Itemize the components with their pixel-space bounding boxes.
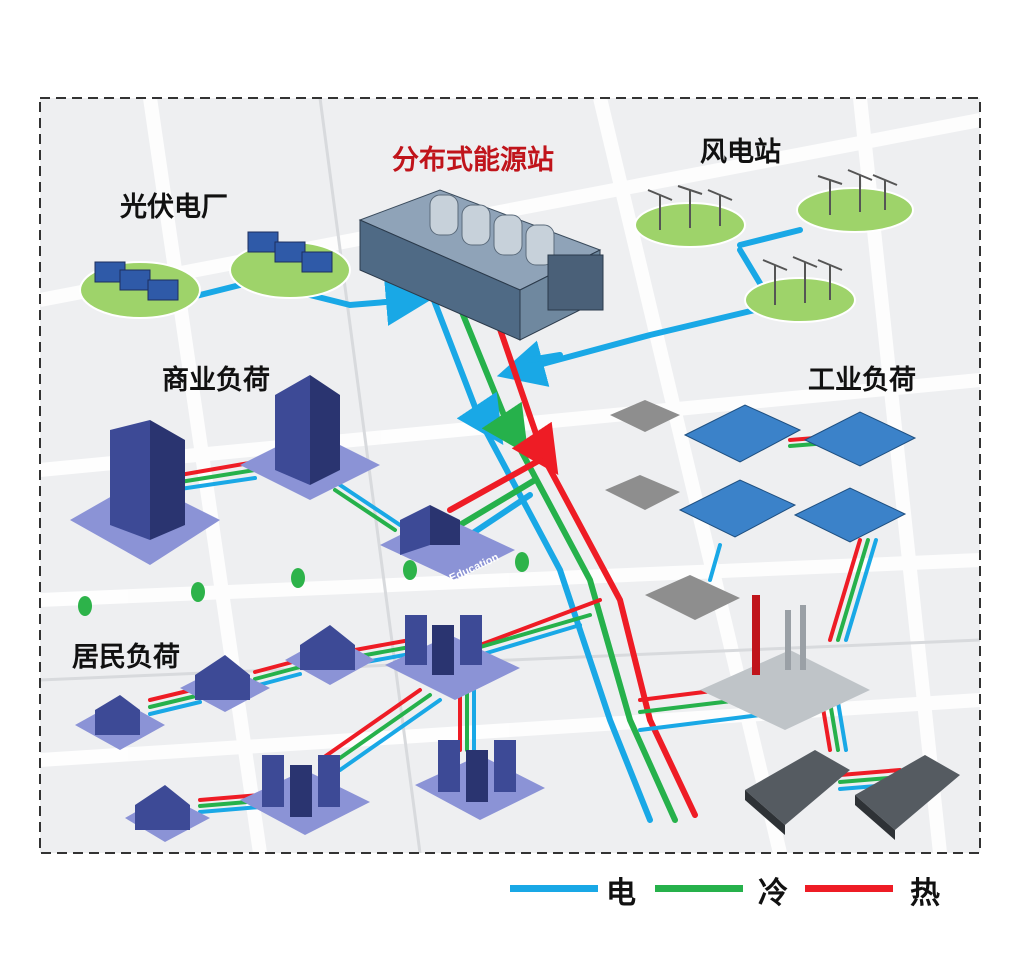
industrial-load: [605, 400, 960, 840]
legend: 电 冷 热: [510, 868, 980, 912]
energy-station-label: 分布式能源站: [392, 145, 554, 176]
wind-station-label: 风电站: [700, 137, 781, 168]
pv-plant-label: 光伏电厂: [120, 192, 228, 223]
wind-line-top: [737, 227, 803, 248]
legend-label-electric: 电: [606, 876, 636, 911]
trunk-electric: [427, 287, 653, 823]
wind-station: [634, 169, 914, 323]
energy-station: [358, 189, 604, 341]
trunk-cooling: [452, 292, 678, 823]
legend-label-heat: 热: [910, 876, 940, 911]
trees: [78, 552, 529, 616]
dashed-border: [39, 97, 981, 854]
legend-label-cooling: 冷: [758, 876, 788, 911]
wind-line-to-grid: [496, 307, 758, 387]
commercial-load: Education: [70, 375, 515, 585]
station-out-electric: [527, 352, 563, 363]
commercial-load-label: 商业负荷: [162, 365, 270, 396]
residential-load: [75, 615, 545, 842]
legend-swatch-cooling: [655, 885, 743, 892]
energy-lines: [148, 227, 902, 823]
legend-swatch-electric: [510, 885, 598, 892]
legend-swatch-heat: [805, 885, 893, 892]
residential-load-label: 居民负荷: [72, 642, 180, 673]
pv-plant: [79, 231, 351, 319]
industrial-load-label: 工业负荷: [808, 365, 916, 396]
